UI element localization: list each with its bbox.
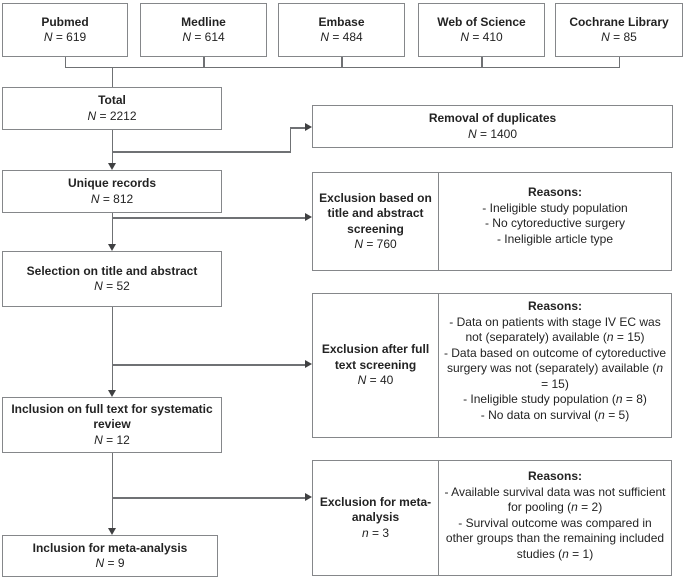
flow-box-inclusion-meta-analysis: Inclusion for meta-analysis N = 9 bbox=[2, 535, 218, 577]
box-title: Exclusion after full text screening bbox=[321, 342, 430, 372]
arrowhead-down-inclusion-ft bbox=[107, 390, 116, 397]
reasons-title: Reasons: bbox=[527, 185, 583, 199]
box-title: Pubmed bbox=[41, 14, 89, 29]
box-title: Embase bbox=[318, 14, 365, 29]
reasons-list: - Available survival data was not suffic… bbox=[443, 485, 667, 563]
connector-selection-inclusion-ft bbox=[111, 307, 113, 390]
connector-stub-cochrane bbox=[618, 57, 620, 68]
arrowhead-down-inclusion-meta bbox=[107, 528, 116, 535]
exclusion-summary: Exclusion based on title and abstract sc… bbox=[313, 173, 439, 270]
box-title: Web of Science bbox=[437, 14, 526, 29]
side-box-removal-duplicates: Removal of duplicates N = 1400 bbox=[312, 105, 673, 148]
box-count: N = 410 bbox=[460, 30, 503, 44]
reasons-list: - Ineligible study population- No cytore… bbox=[482, 201, 627, 248]
box-count: N = 40 bbox=[357, 373, 394, 388]
box-count: N = 9 bbox=[95, 556, 125, 570]
box-count: N = 619 bbox=[43, 30, 87, 44]
reason-item: - Data on patients with stage IV EC was … bbox=[449, 314, 661, 345]
arrowhead-right-exclusion-meta bbox=[305, 493, 312, 502]
box-title: Selection on title and abstract bbox=[26, 263, 198, 278]
box-count: N = 1400 bbox=[467, 126, 518, 141]
box-title: Inclusion on full text for systematic re… bbox=[11, 401, 213, 432]
box-count: N = 614 bbox=[182, 30, 225, 44]
source-box-pubmed: Pubmed N = 619 bbox=[2, 3, 128, 57]
box-title: Cochrane Library bbox=[569, 14, 669, 29]
reasons-title: Reasons: bbox=[527, 469, 583, 483]
box-count: N = 2212 bbox=[87, 108, 137, 123]
reason-item: - Ineligible study population (n = 8) bbox=[463, 392, 647, 406]
side-box-exclusion-title-abstract: Exclusion based on title and abstract sc… bbox=[312, 172, 672, 271]
connector-total-unique bbox=[111, 130, 113, 163]
source-box-cochrane: Cochrane Library N = 85 bbox=[555, 3, 683, 57]
source-box-medline: Medline N = 614 bbox=[140, 3, 267, 57]
connector-stub-embase bbox=[341, 57, 343, 68]
connector-stub-medline bbox=[203, 57, 205, 68]
flow-box-selection-title-abstract: Selection on title and abstract N = 52 bbox=[2, 251, 222, 307]
arrowhead-right-exclusion-title-abstract bbox=[305, 213, 312, 222]
connector-branch-exclusion-title-abstract bbox=[111, 217, 305, 219]
reason-item: - Available survival data was not suffic… bbox=[444, 484, 666, 515]
connector-collector-line bbox=[64, 66, 620, 68]
box-count: N = 760 bbox=[354, 237, 397, 251]
reason-item: - No data on survival (n = 5) bbox=[480, 407, 630, 422]
exclusion-summary: Exclusion after full text screening N = … bbox=[313, 294, 439, 437]
connector-stub-web-of-science bbox=[481, 57, 483, 68]
box-title: Exclusion based on title and abstract sc… bbox=[319, 190, 432, 236]
arrowhead-down-unique bbox=[107, 163, 116, 170]
box-title: Medline bbox=[181, 14, 226, 29]
exclusion-reasons: Reasons: - Data on patients with stage I… bbox=[439, 294, 671, 437]
box-title: Inclusion for meta-analysis bbox=[32, 540, 188, 555]
reason-item: - Ineligible study population bbox=[482, 200, 628, 215]
box-count: n = 3 bbox=[361, 525, 390, 540]
reasons-list: - Data on patients with stage IV EC was … bbox=[443, 315, 667, 424]
connector-branch-removal-h1 bbox=[111, 151, 291, 153]
box-count: N = 812 bbox=[90, 191, 134, 206]
box-title: Total bbox=[98, 93, 126, 107]
arrowhead-right-exclusion-full-text bbox=[305, 360, 312, 369]
connector-drop-to-total bbox=[111, 66, 113, 87]
flow-box-unique-records: Unique records N = 812 bbox=[2, 170, 222, 213]
reasons-title: Reasons: bbox=[527, 299, 583, 313]
box-count: N = 52 bbox=[94, 279, 130, 293]
box-count: N = 484 bbox=[320, 30, 363, 44]
arrowhead-down-selection bbox=[107, 244, 116, 251]
connector-branch-exclusion-full-text bbox=[111, 364, 305, 366]
box-title: Unique records bbox=[67, 176, 157, 190]
arrowhead-right-removal bbox=[305, 123, 312, 132]
connector-inclusion-ft-meta bbox=[111, 453, 113, 528]
exclusion-summary: Exclusion for meta-analysis n = 3 bbox=[313, 461, 439, 575]
box-title: Exclusion for meta-analysis bbox=[319, 494, 432, 525]
side-box-exclusion-meta-analysis: Exclusion for meta-analysis n = 3 Reason… bbox=[312, 460, 672, 576]
box-count: N = 12 bbox=[94, 432, 130, 447]
side-box-exclusion-full-text: Exclusion after full text screening N = … bbox=[312, 293, 672, 438]
connector-stub-pubmed bbox=[64, 57, 66, 68]
exclusion-reasons: Reasons: - Ineligible study population- … bbox=[439, 173, 671, 270]
reason-item: - Survival outcome was compared in other… bbox=[445, 515, 665, 561]
connector-branch-removal-h2 bbox=[289, 127, 306, 129]
reason-item: - No cytoreductive surgery bbox=[484, 216, 626, 230]
flow-box-inclusion-full-text: Inclusion on full text for systematic re… bbox=[2, 397, 222, 453]
flow-box-total: Total N = 2212 bbox=[2, 87, 222, 130]
connector-branch-exclusion-meta bbox=[111, 497, 305, 499]
source-box-web-of-science: Web of Science N = 410 bbox=[418, 3, 545, 57]
exclusion-reasons: Reasons: - Available survival data was n… bbox=[439, 461, 671, 575]
connector-unique-selection bbox=[111, 213, 113, 244]
reason-item: - Data based on outcome of cytoreductive… bbox=[443, 345, 667, 391]
source-box-embase: Embase N = 484 bbox=[278, 3, 405, 57]
reason-item: - Ineligible article type bbox=[496, 231, 614, 246]
connector-branch-removal-v bbox=[289, 127, 291, 153]
box-count: N = 85 bbox=[601, 30, 637, 44]
box-title: Removal of duplicates bbox=[428, 111, 557, 125]
